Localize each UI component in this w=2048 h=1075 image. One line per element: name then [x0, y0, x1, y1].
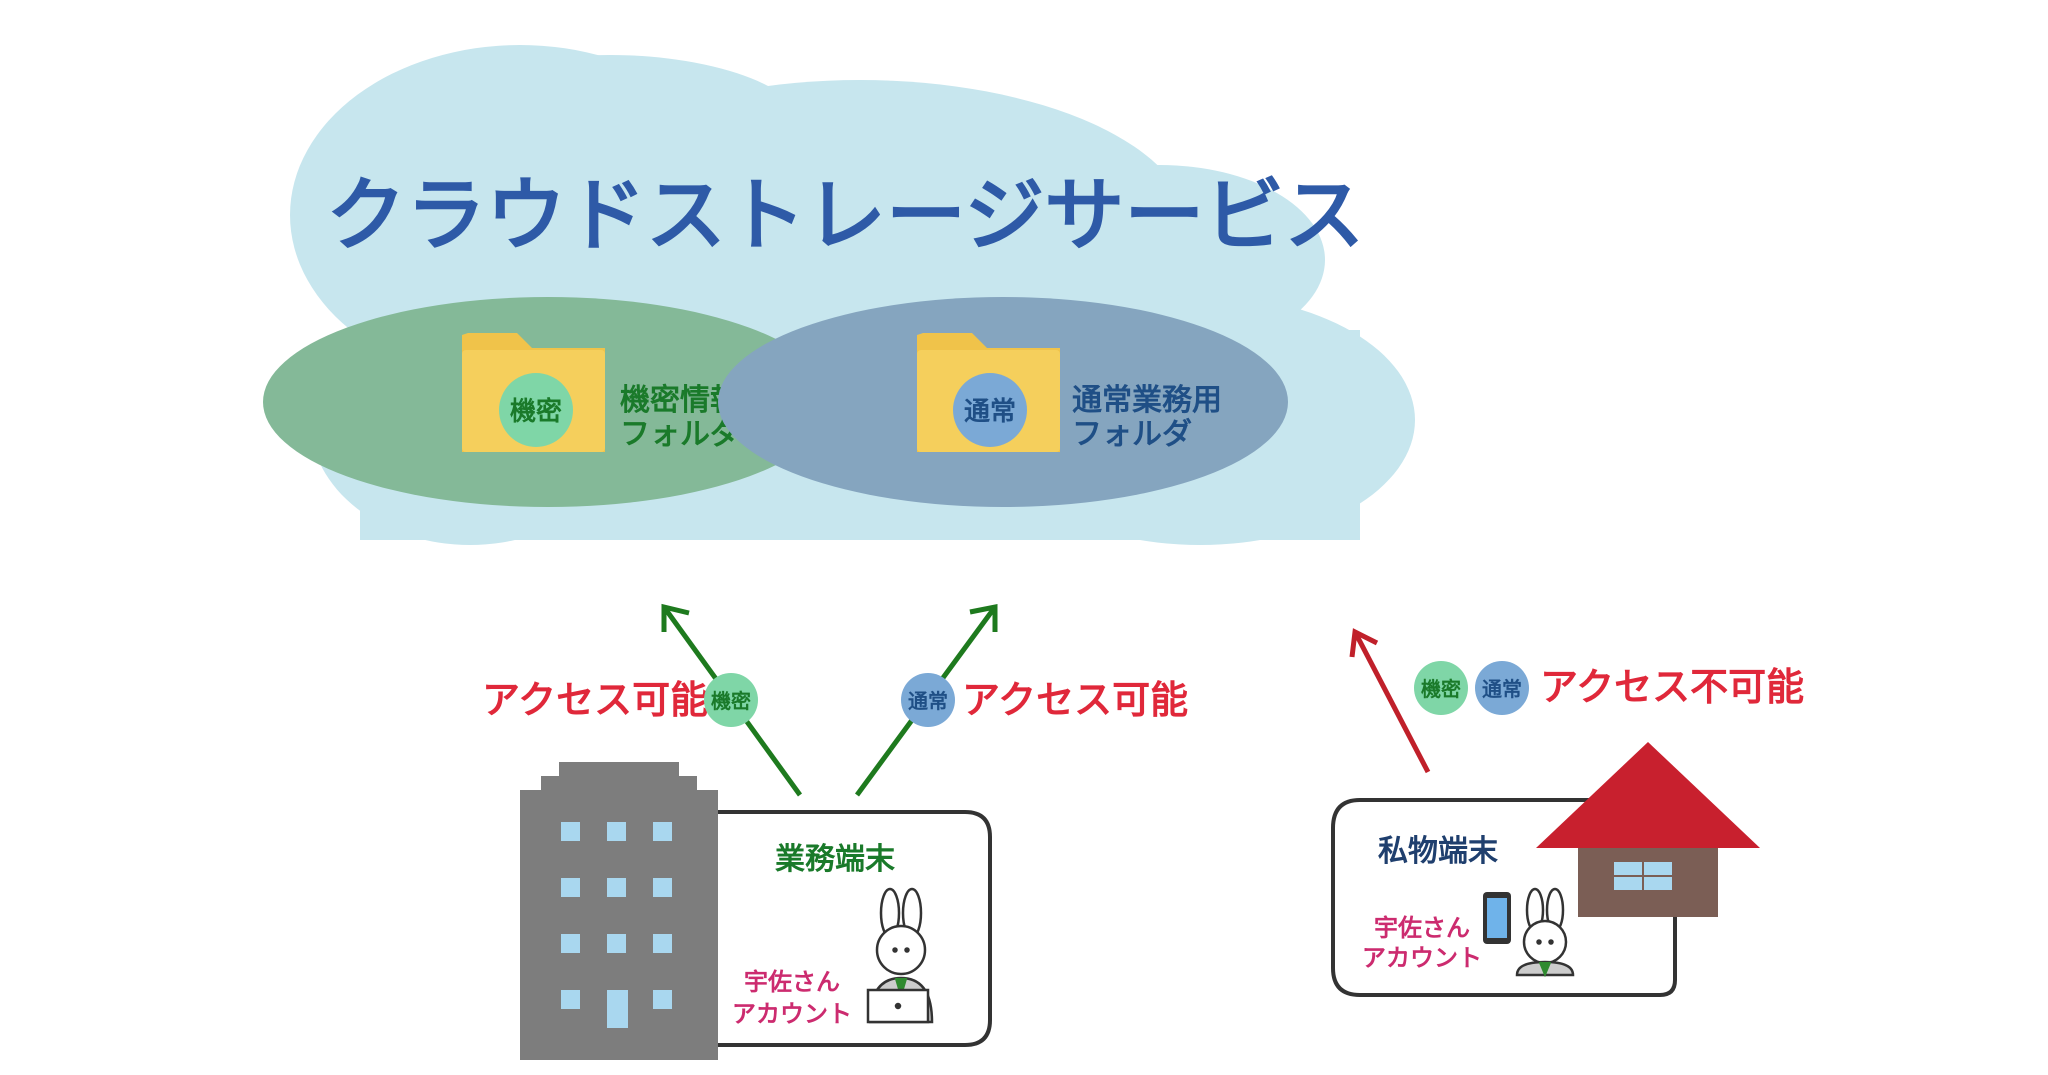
- rabbit-worker-icon: [866, 887, 934, 1024]
- normal-badge: [953, 373, 1027, 447]
- confidential-folder-group: 機密 機密情報用 フォルダ: [263, 297, 833, 507]
- normal-folder-label-line1: 通常業務用: [1072, 383, 1222, 418]
- private-account-line2: アカウント: [1362, 944, 1482, 972]
- private-account-line1: 宇佐さん: [1374, 914, 1470, 942]
- work-account-line2: アカウント: [732, 1000, 852, 1028]
- access-impossible-label: アクセス不可能: [1540, 665, 1804, 709]
- access-left-badge-label: 機密: [711, 689, 751, 713]
- normal-folder-label-line2: フォルダ: [1072, 417, 1192, 452]
- access-possible-label-right: アクセス可能: [962, 678, 1188, 722]
- access-denied-badge-confidential-label: 機密: [1421, 677, 1461, 701]
- access-denied-badge-confidential: [1414, 661, 1468, 715]
- normal-badge-label: 通常: [964, 397, 1016, 427]
- house-icon: [1536, 742, 1760, 917]
- rabbit-person-icon: [1515, 887, 1575, 978]
- normal-folder-group: 通常 通常業務用 フォルダ: [718, 297, 1288, 507]
- access-possible-label-left: アクセス可能: [482, 678, 708, 722]
- access-right-badge-label: 通常: [908, 689, 948, 713]
- access-left-badge: [704, 673, 758, 727]
- private-device-label: 私物端末: [1378, 834, 1498, 869]
- confidential-folder-label-line2: フォルダ: [620, 417, 740, 452]
- smartphone-icon: [1483, 892, 1511, 944]
- arrow-denied: [1349, 628, 1431, 774]
- work-device-label: 業務端末: [775, 842, 895, 877]
- access-right-badge: [901, 673, 955, 727]
- cloud-title: クラウドストレージサービス: [326, 169, 1364, 262]
- office-building-icon: [520, 762, 718, 1060]
- access-denied-badge-normal: [1475, 661, 1529, 715]
- work-account-line1: 宇佐さん: [744, 968, 840, 996]
- access-denied-badge-normal-label: 通常: [1482, 677, 1522, 701]
- confidential-badge: [499, 373, 573, 447]
- confidential-badge-label: 機密: [510, 396, 562, 427]
